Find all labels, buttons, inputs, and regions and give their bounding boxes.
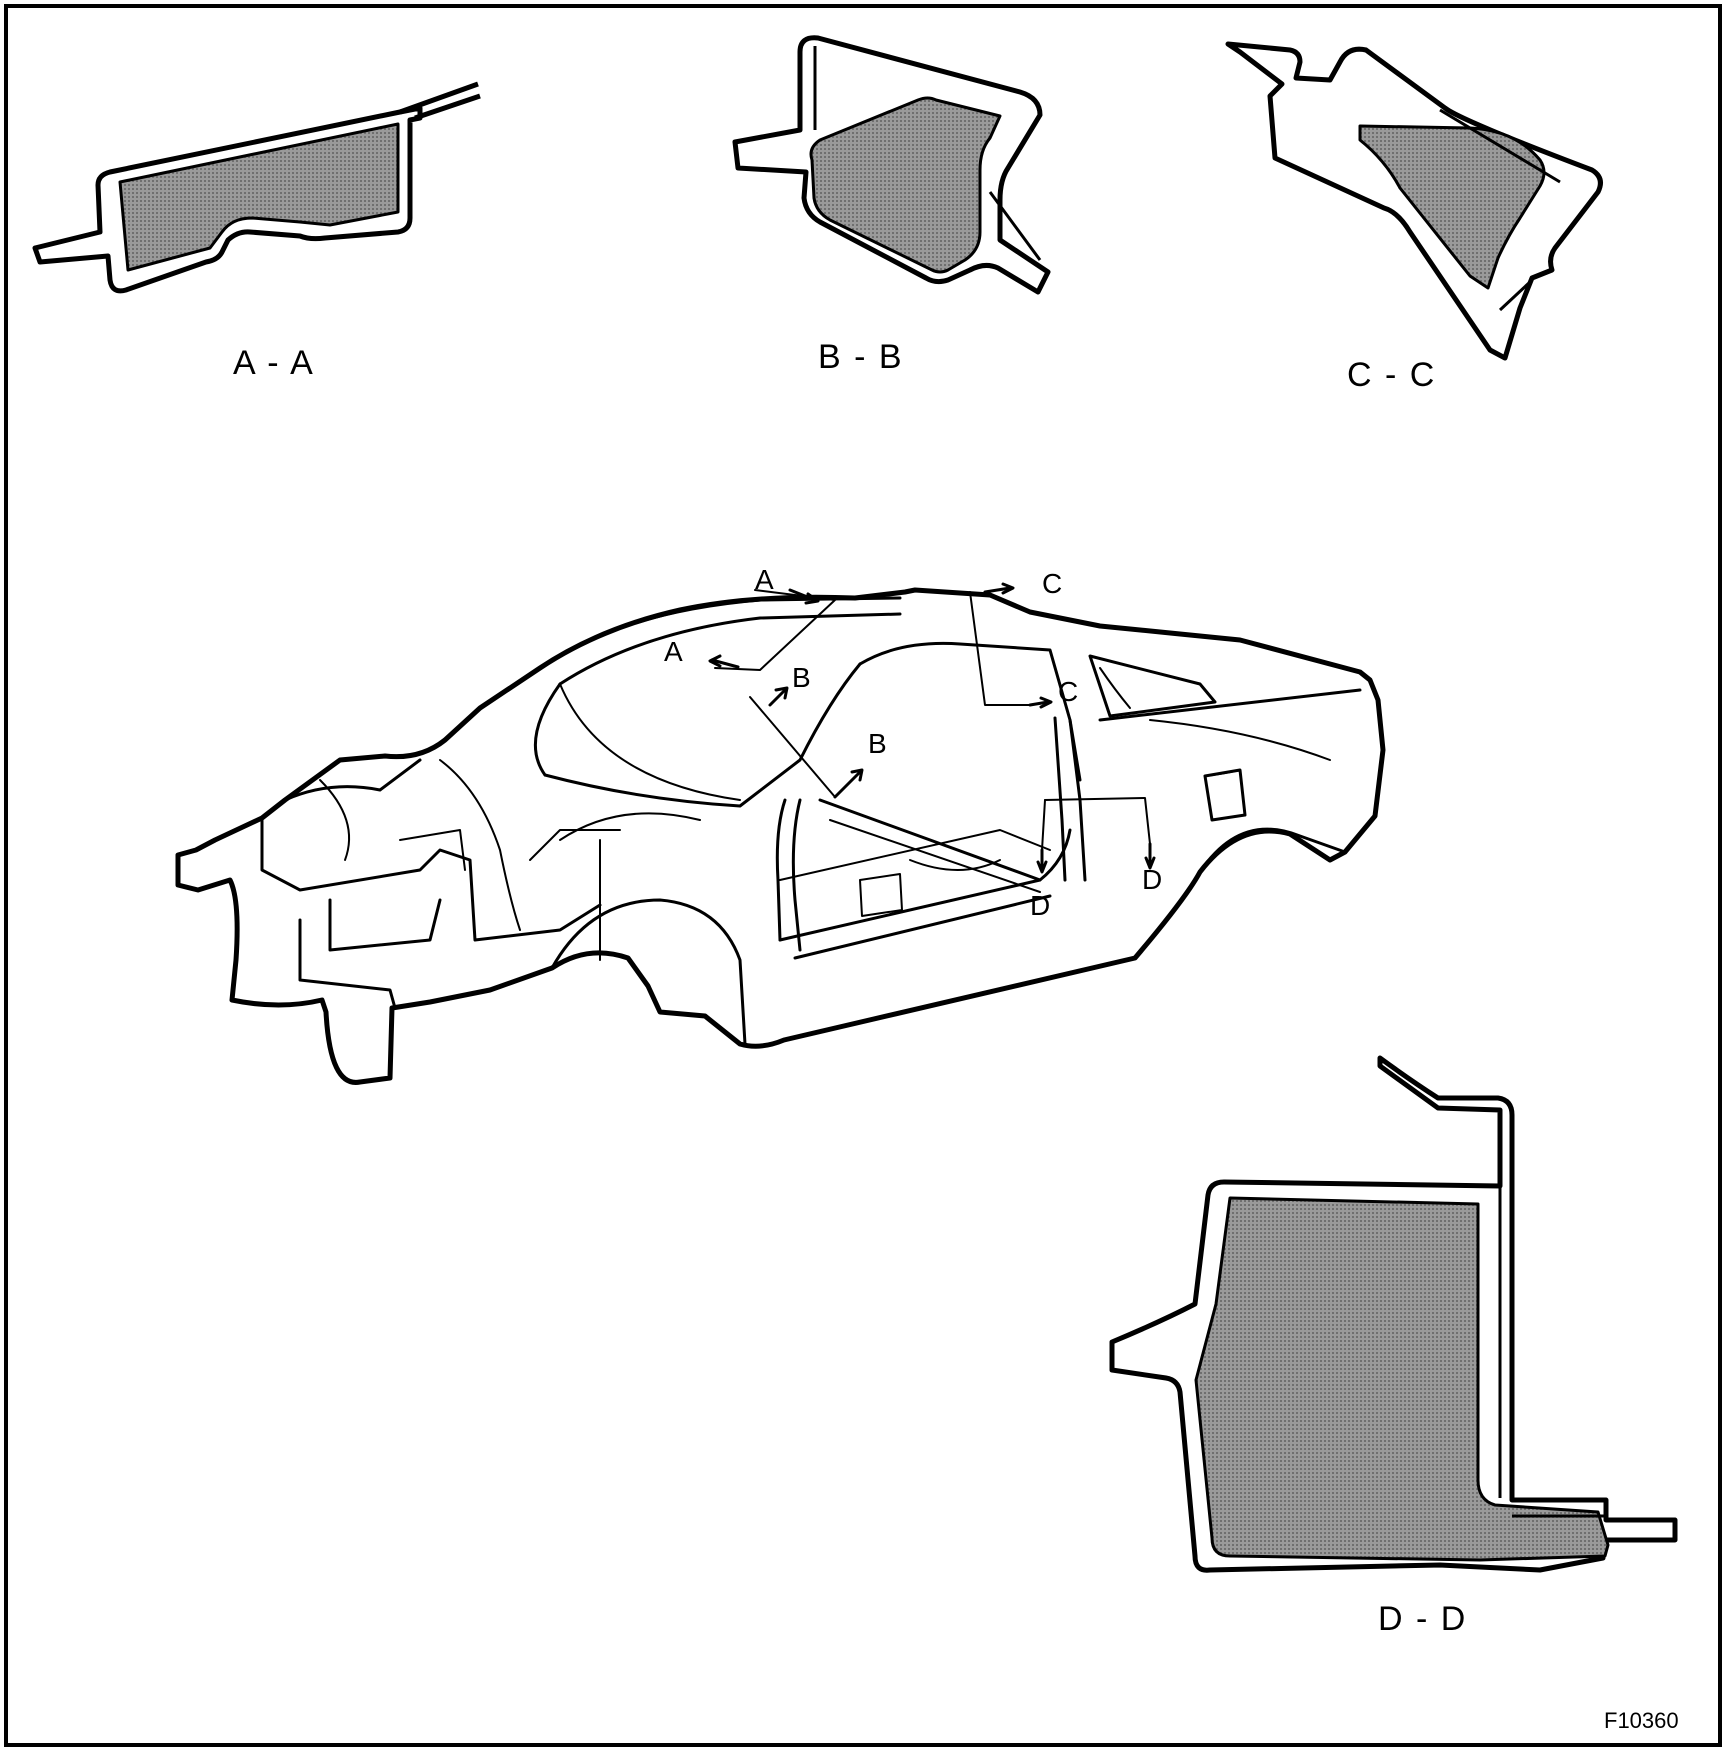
car-marker-b-upper: B bbox=[792, 662, 811, 693]
section-dd-drawing bbox=[1109, 1055, 1678, 1573]
section-cc-core bbox=[1358, 124, 1546, 290]
car-marker-d-right: D bbox=[1142, 864, 1163, 895]
car-marker-a-upper: A bbox=[755, 564, 774, 595]
car-marker-b-lower: B bbox=[868, 728, 887, 759]
section-aa-drawing bbox=[32, 81, 481, 294]
car-marker-d-left: D bbox=[1030, 890, 1051, 921]
section-cc-drawing bbox=[1225, 41, 1603, 361]
section-dd-core bbox=[1194, 1196, 1610, 1562]
vehicle-body-drawing bbox=[175, 582, 1386, 1085]
section-bb-label: B - B bbox=[818, 338, 904, 376]
section-bb-core bbox=[809, 96, 1002, 274]
section-dd-label: D - D bbox=[1378, 1600, 1468, 1638]
car-marker-a-lower: A bbox=[664, 636, 683, 667]
car-marker-c-upper: C bbox=[1042, 568, 1063, 599]
car-marker-c-lower: C bbox=[1058, 676, 1079, 707]
section-aa-label: A - A bbox=[233, 344, 315, 382]
section-aa-core bbox=[118, 122, 400, 272]
section-cc-label: C - C bbox=[1347, 356, 1437, 394]
section-bb-drawing bbox=[732, 35, 1051, 295]
figure-id: F10360 bbox=[1604, 1708, 1679, 1733]
drawing-frame bbox=[4, 4, 1722, 1747]
